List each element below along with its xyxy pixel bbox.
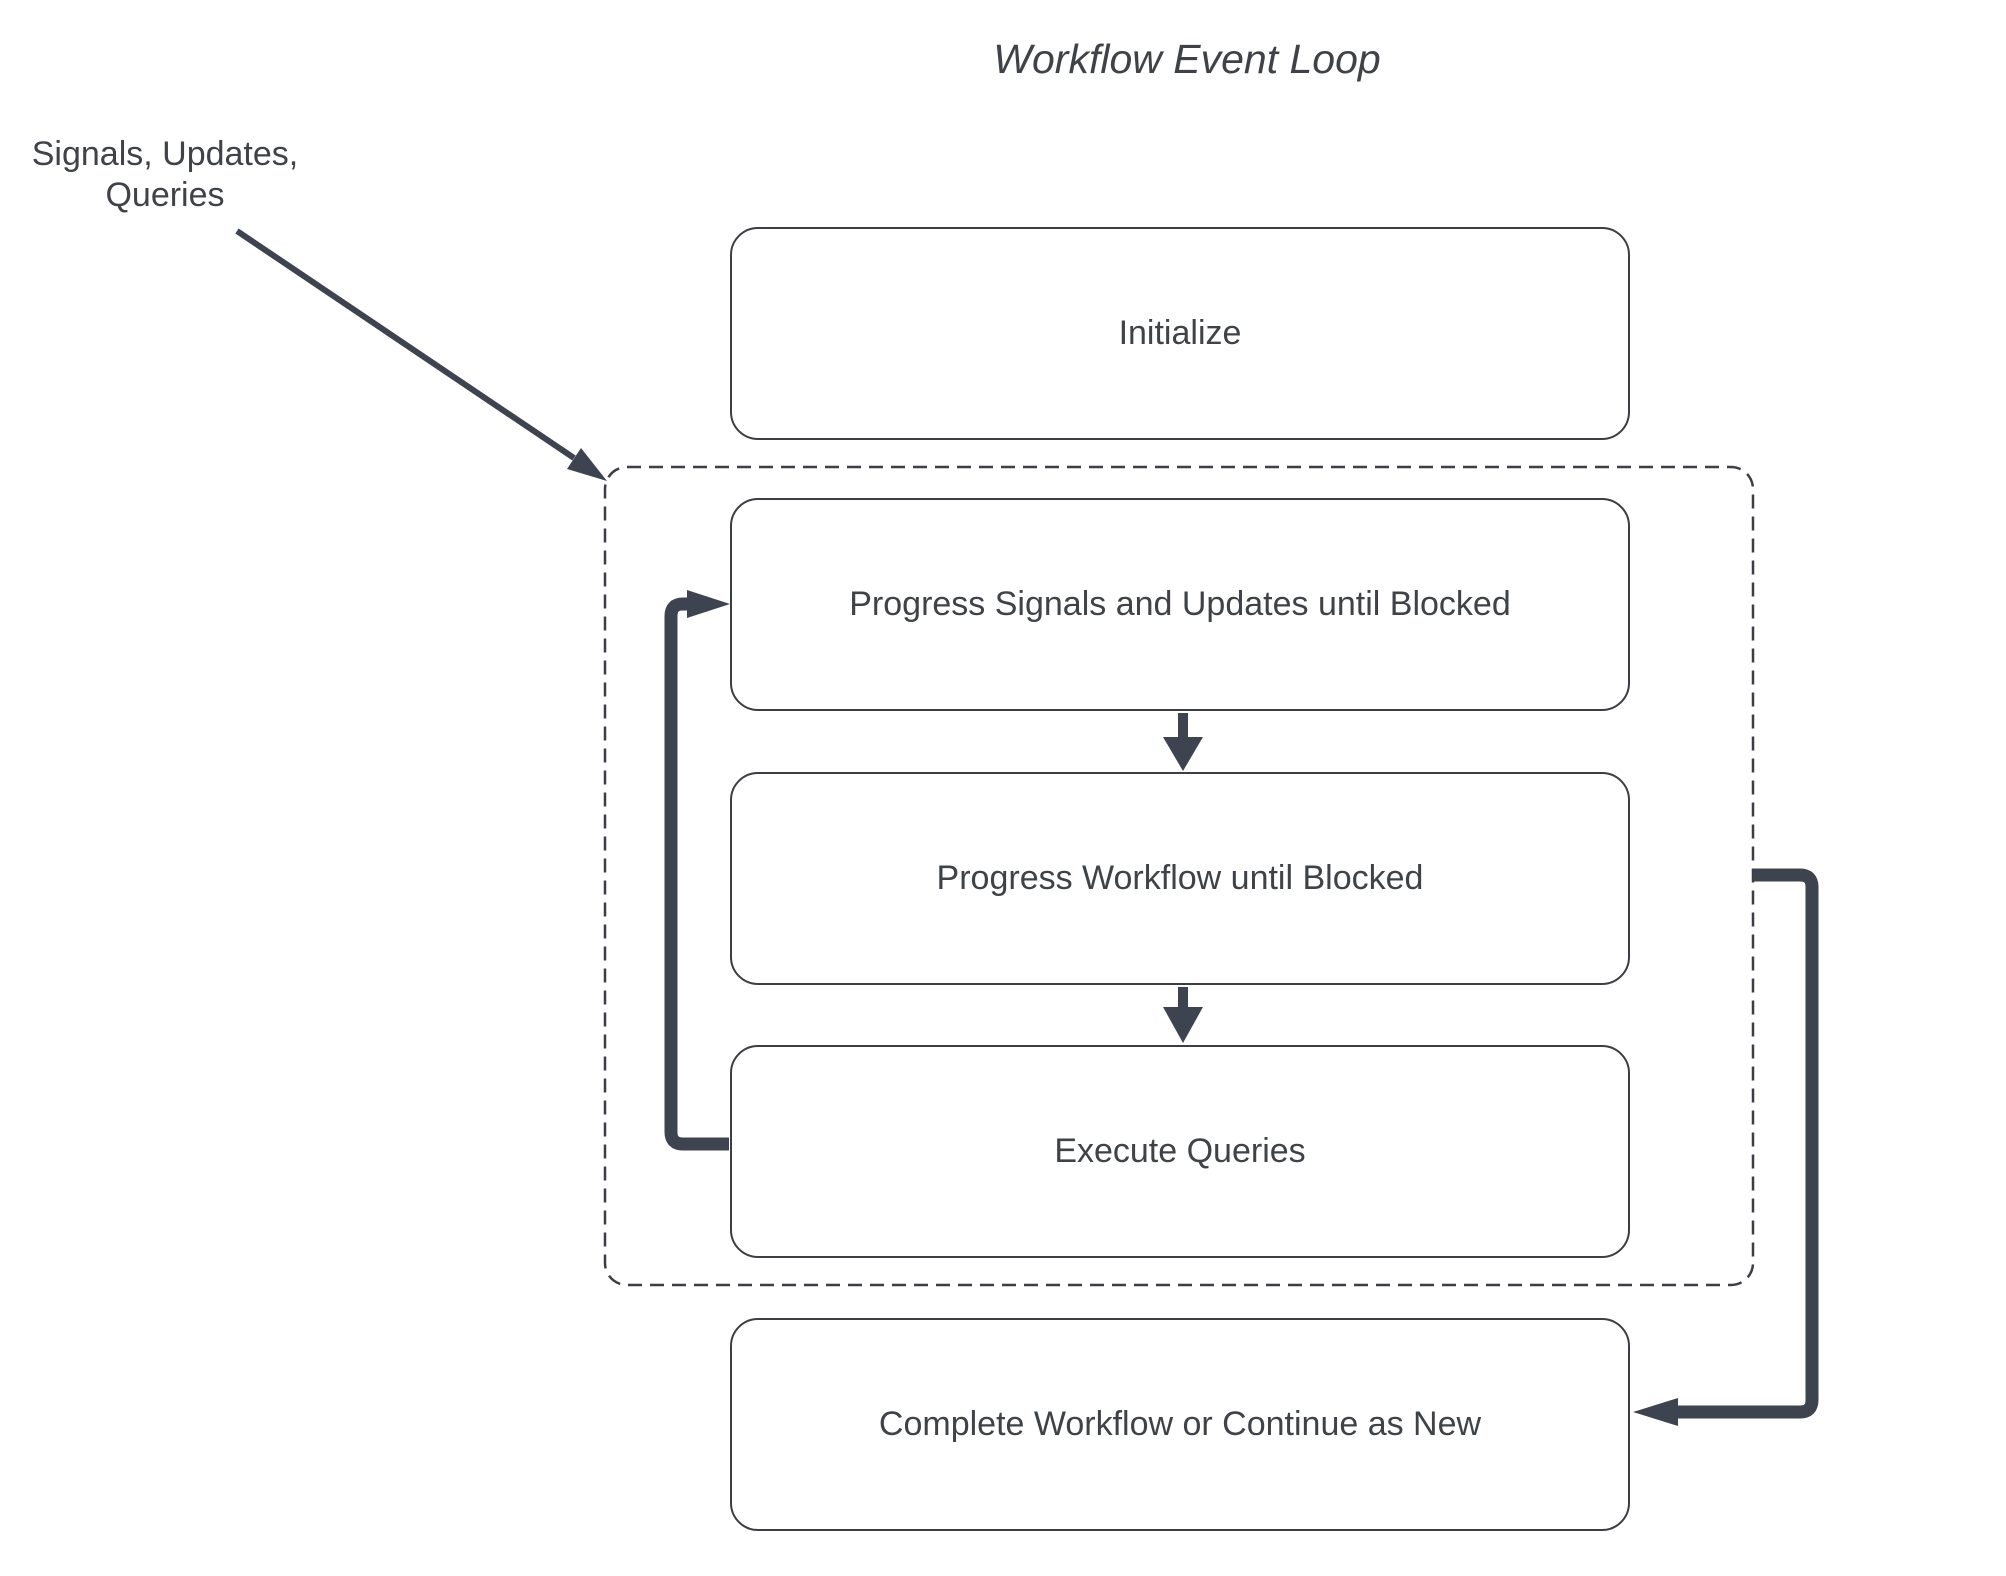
node-execute-queries-label: Execute Queries — [1054, 1132, 1306, 1170]
edge-queries-loopback-to-signals — [664, 590, 730, 1151]
edge-signals-to-workflow-arrowhead — [1163, 737, 1203, 771]
edge-external-events-line — [235, 228, 576, 461]
node-progress-workflow-label: Progress Workflow until Blocked — [936, 859, 1424, 897]
edge-external-events-arrowhead — [567, 448, 607, 481]
edge-workflow-to-queries — [1163, 987, 1203, 1043]
edge-loop-to-complete — [1633, 868, 1819, 1426]
node-complete-or-continue-label: Complete Workflow or Continue as New — [878, 1405, 1482, 1443]
edge-queries-loopback-path — [664, 597, 729, 1151]
edge-loop-to-complete-path — [1676, 868, 1819, 1419]
edge-loop-to-complete-arrowhead — [1633, 1398, 1678, 1426]
diagram-title: Workflow Event Loop — [993, 36, 1381, 82]
edge-workflow-to-queries-arrowhead — [1163, 1007, 1203, 1043]
node-progress-signals-updates-label: Progress Signals and Updates until Block… — [849, 585, 1511, 623]
node-initialize: Initialize — [730, 227, 1630, 440]
edge-queries-loopback-arrowhead — [687, 590, 730, 618]
edge-signals-to-workflow — [1163, 713, 1203, 771]
node-complete-or-continue: Complete Workflow or Continue as New — [730, 1318, 1630, 1531]
node-progress-workflow: Progress Workflow until Blocked — [730, 772, 1630, 985]
node-progress-signals-updates: Progress Signals and Updates until Block… — [730, 498, 1630, 711]
node-initialize-label: Initialize — [1118, 314, 1242, 352]
edge-external-events-to-loop — [235, 228, 607, 481]
external-events-label: Signals, Updates, Queries — [31, 135, 299, 214]
node-execute-queries: Execute Queries — [730, 1045, 1630, 1258]
